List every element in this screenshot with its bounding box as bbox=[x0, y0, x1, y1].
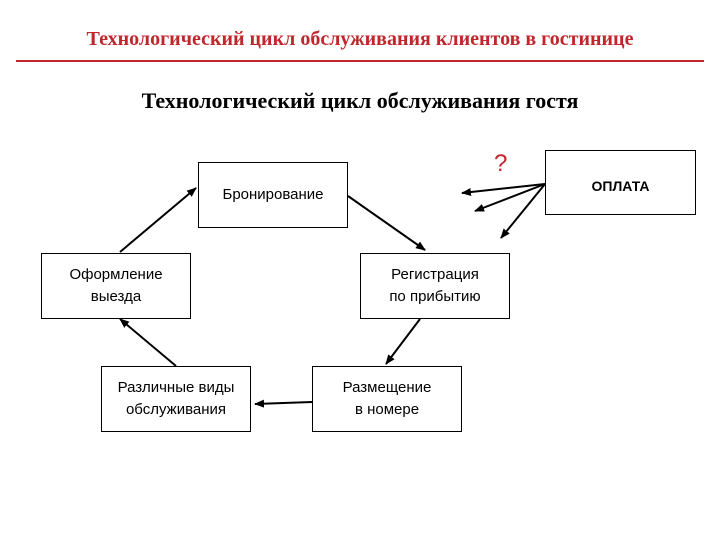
arrow-booking-to-checkin bbox=[347, 195, 426, 251]
question-mark: ? bbox=[494, 150, 508, 177]
arrow-placement-to-services bbox=[254, 399, 313, 408]
node-payment: ОПЛАТА bbox=[545, 150, 696, 215]
node-placement: Размещение в номере bbox=[312, 366, 462, 432]
node-checkin: Регистрация по прибытию bbox=[360, 253, 510, 319]
slide-title: Технологический цикл обслуживания клиент… bbox=[86, 28, 634, 50]
node-services: Различные виды обслуживания bbox=[101, 366, 251, 432]
diagram-title: Технологический цикл обслуживания гостя bbox=[141, 88, 579, 113]
title-divider bbox=[16, 60, 704, 62]
arrow-payment-2 bbox=[474, 183, 546, 212]
node-checkout: Оформление выезда bbox=[41, 253, 191, 319]
arrow-payment-1 bbox=[461, 183, 546, 197]
arrow-checkin-to-placement bbox=[385, 318, 421, 365]
arrow-services-to-checkout bbox=[119, 318, 177, 367]
node-booking: Бронирование bbox=[198, 162, 348, 228]
arrow-checkout-to-booking bbox=[119, 187, 197, 253]
arrow-payment-3 bbox=[500, 183, 546, 239]
